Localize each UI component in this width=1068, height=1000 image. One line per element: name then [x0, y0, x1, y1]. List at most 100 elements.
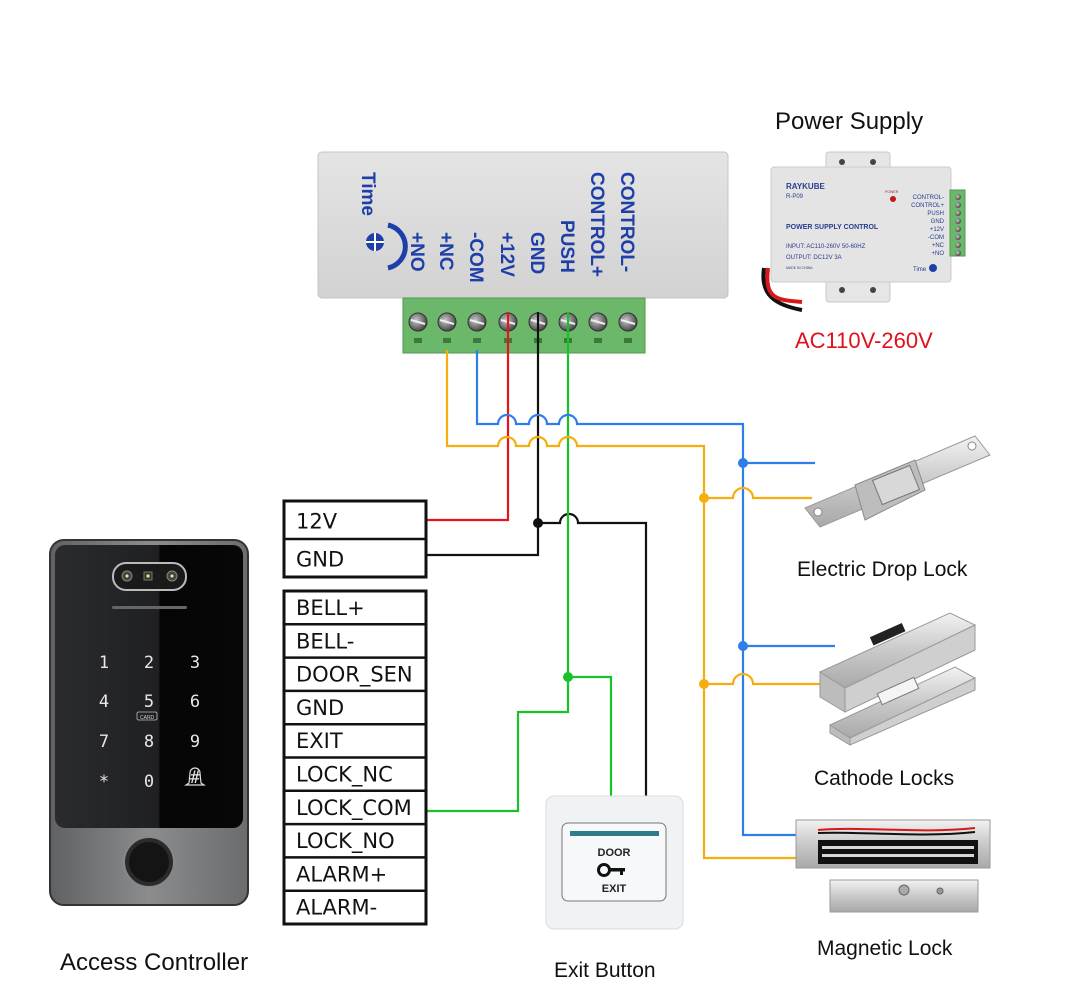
ps-brand: RAYKUBE — [786, 182, 825, 191]
ps-terminal-screw-gnd[interactable] — [955, 218, 961, 224]
controller-table-cell-door-sen: DOOR_SEN — [296, 663, 413, 688]
controller-table-cell-lock-com: LOCK_COM — [296, 796, 412, 821]
wire-lock-com — [426, 677, 570, 813]
key-0[interactable]: 0 — [144, 772, 154, 792]
exit-button-bottom-text: EXIT — [602, 883, 627, 895]
ps-terminal-screw-no[interactable] — [955, 250, 961, 256]
controller-terminal-table: BELL+ BELL- DOOR_SEN GND EXIT LOCK_NC LOCK_COM… — [282, 589, 428, 926]
terminal-label-nc: +NC — [435, 232, 456, 271]
key-6[interactable]: 6 — [190, 692, 200, 712]
controller-table-cell-alarm: ALARM+ — [296, 862, 387, 886]
controller-table-cell-bell: BELL- — [296, 629, 354, 653]
terminal-screw-control[interactable] — [618, 312, 638, 343]
electric-drop-lock-label: Electric Drop Lock — [797, 558, 968, 581]
ps-terminal-label-nc: +NC — [932, 243, 945, 249]
key-5[interactable]: 5 — [144, 692, 154, 712]
terminal-label-gnd: GND — [526, 232, 547, 274]
exit-button-device: DOOR EXIT — [545, 795, 684, 930]
wire-nc-cathode — [704, 672, 820, 686]
exit-button-push[interactable] — [561, 822, 667, 902]
ps-terminal-label-gnd: GND — [931, 219, 945, 225]
ps-time-label: Time — [913, 267, 927, 273]
ps-made-in: MADE IN CHINA — [786, 266, 813, 270]
ps-terminal-label-control: CONTROL+ — [911, 203, 944, 209]
arc-icon — [387, 222, 408, 271]
svg-text:#: # — [190, 768, 201, 788]
wire-gnd — [426, 312, 540, 557]
card-label: CARD — [140, 715, 155, 721]
ps-terminal-screw-nc[interactable] — [955, 242, 961, 248]
power-supply-unit: RAYKUBE R-P09 POWER POWER SUPPLY CONTROL… — [761, 151, 966, 312]
ps-terminal-screw-control[interactable] — [955, 202, 961, 208]
key-8[interactable]: 8 — [144, 732, 154, 752]
power-cable-red — [765, 267, 803, 304]
power-table-cell-12v: 12V — [296, 509, 338, 533]
terminal-screw-com[interactable] — [467, 312, 487, 343]
junction-gnd — [533, 518, 543, 528]
key-1[interactable]: 1 — [99, 653, 109, 673]
control-box-body — [317, 151, 729, 299]
controller-table-cell-exit: EXIT — [296, 729, 343, 753]
ps-terminal-screw-com[interactable] — [955, 234, 961, 240]
ps-output: OUTPUT: DC12V 3A — [786, 255, 842, 261]
junction-nc-2 — [699, 679, 709, 689]
time-adjust-knob[interactable] — [366, 222, 408, 271]
ps-terminal-screw-control[interactable] — [955, 194, 961, 200]
terminal-screw-no[interactable] — [408, 312, 428, 343]
ps-terminal-label-com: -COM — [928, 235, 944, 241]
terminal-screw-control[interactable] — [588, 312, 608, 343]
terminal-label-com: -COM — [465, 232, 486, 283]
ps-terminal-label-no: +NO — [931, 251, 944, 257]
controller-table-cell-bell: BELL+ — [296, 596, 365, 620]
ps-terminal-screw-12v[interactable] — [955, 226, 961, 232]
controller-table-cell-gnd: GND — [296, 696, 344, 720]
wire-com — [475, 350, 796, 837]
cathode-locks-device — [818, 612, 977, 746]
junction-com-1 — [738, 458, 748, 468]
ps-time-knob-icon[interactable] — [929, 264, 937, 272]
power-table-cell-gnd: GND — [296, 547, 344, 571]
wire-push-exit — [568, 675, 613, 796]
bell-icon — [184, 767, 206, 786]
ps-model: R-P09 — [786, 194, 804, 200]
terminal-label-push: PUSH — [556, 220, 577, 273]
key-9[interactable]: 9 — [190, 732, 200, 752]
cathode-locks-label: Cathode Locks — [814, 767, 954, 790]
terminal-label-12v: +12V — [496, 232, 517, 277]
controller-table-cell-lock-nc: LOCK_NC — [296, 762, 393, 787]
wire-gnd-exit — [538, 512, 648, 796]
terminal-label-control: CONTROL+ — [586, 172, 607, 277]
power-input-table: 12V GND — [282, 499, 428, 579]
terminal-screw-nc[interactable] — [437, 312, 457, 343]
mount-tab-bottom — [825, 279, 891, 303]
ac-voltage-label: AC110V-260V — [795, 328, 933, 353]
key-4[interactable]: 4 — [99, 692, 109, 712]
power-supply-label: Power Supply — [775, 108, 923, 135]
cathode-lock-label — [876, 676, 920, 706]
controller-glass-panel — [55, 545, 243, 828]
key-3[interactable]: 3 — [190, 653, 200, 673]
key-2[interactable]: 2 — [144, 653, 154, 673]
junction-com-2 — [738, 641, 748, 651]
ps-power-led-label: POWER — [885, 190, 899, 194]
magnet-core — [818, 840, 978, 864]
magnetic-lock-label: Magnetic Lock — [817, 937, 953, 960]
access-controller-device: 1 2 3 4 5 6 7 8 9 * 0 # CARD — [49, 539, 249, 906]
key-bell-hash[interactable]: # — [184, 767, 206, 788]
ps-terminal-screw-push[interactable] — [955, 210, 961, 216]
strike-latch — [871, 464, 921, 506]
junction-push — [563, 672, 573, 682]
magnetic-lock-device — [795, 819, 991, 913]
key-star[interactable]: * — [99, 772, 109, 792]
electric-drop-lock-device — [804, 435, 991, 528]
card-reader-icon — [136, 711, 158, 721]
terminal-label-no: +NO — [406, 232, 427, 272]
ps-terminal-label-push: PUSH — [927, 211, 944, 217]
wire-nc — [445, 350, 796, 860]
time-label: Time — [357, 172, 378, 216]
key-7[interactable]: 7 — [99, 732, 109, 752]
key-icon — [597, 863, 625, 877]
ps-title: POWER SUPPLY CONTROL — [786, 224, 879, 231]
